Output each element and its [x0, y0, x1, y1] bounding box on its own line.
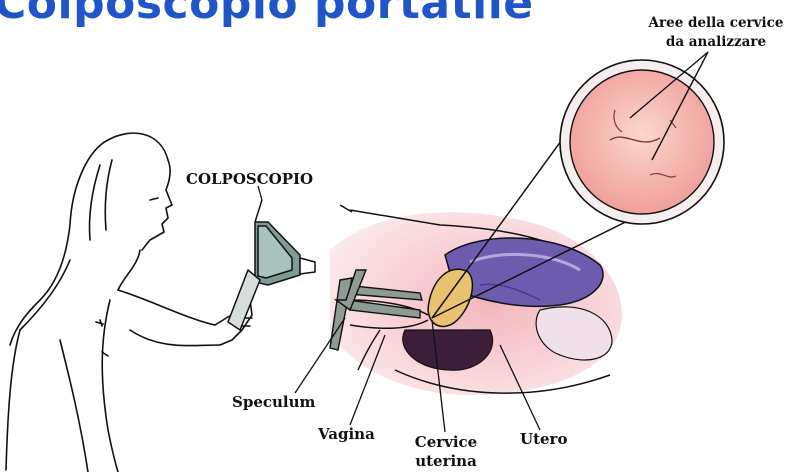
label-cervix: Cervice uterina	[405, 433, 487, 471]
label-cervix-line1: Cervice	[405, 433, 487, 452]
label-cervix-areas-line1: Aree della cervice	[626, 14, 806, 33]
label-speculum: Speculum	[232, 393, 315, 412]
colposcope-device	[228, 200, 315, 330]
label-cervix-areas: Aree della cervice da analizzare	[626, 14, 806, 52]
label-colposcopio: COLPOSCOPIO	[186, 170, 313, 189]
label-cervix-areas-line2: da analizzare	[626, 33, 806, 52]
label-utero: Utero	[520, 430, 567, 449]
label-cervix-line2: uterina	[405, 452, 487, 471]
label-vagina: Vagina	[318, 425, 375, 444]
pelvis-anatomy	[330, 205, 622, 395]
